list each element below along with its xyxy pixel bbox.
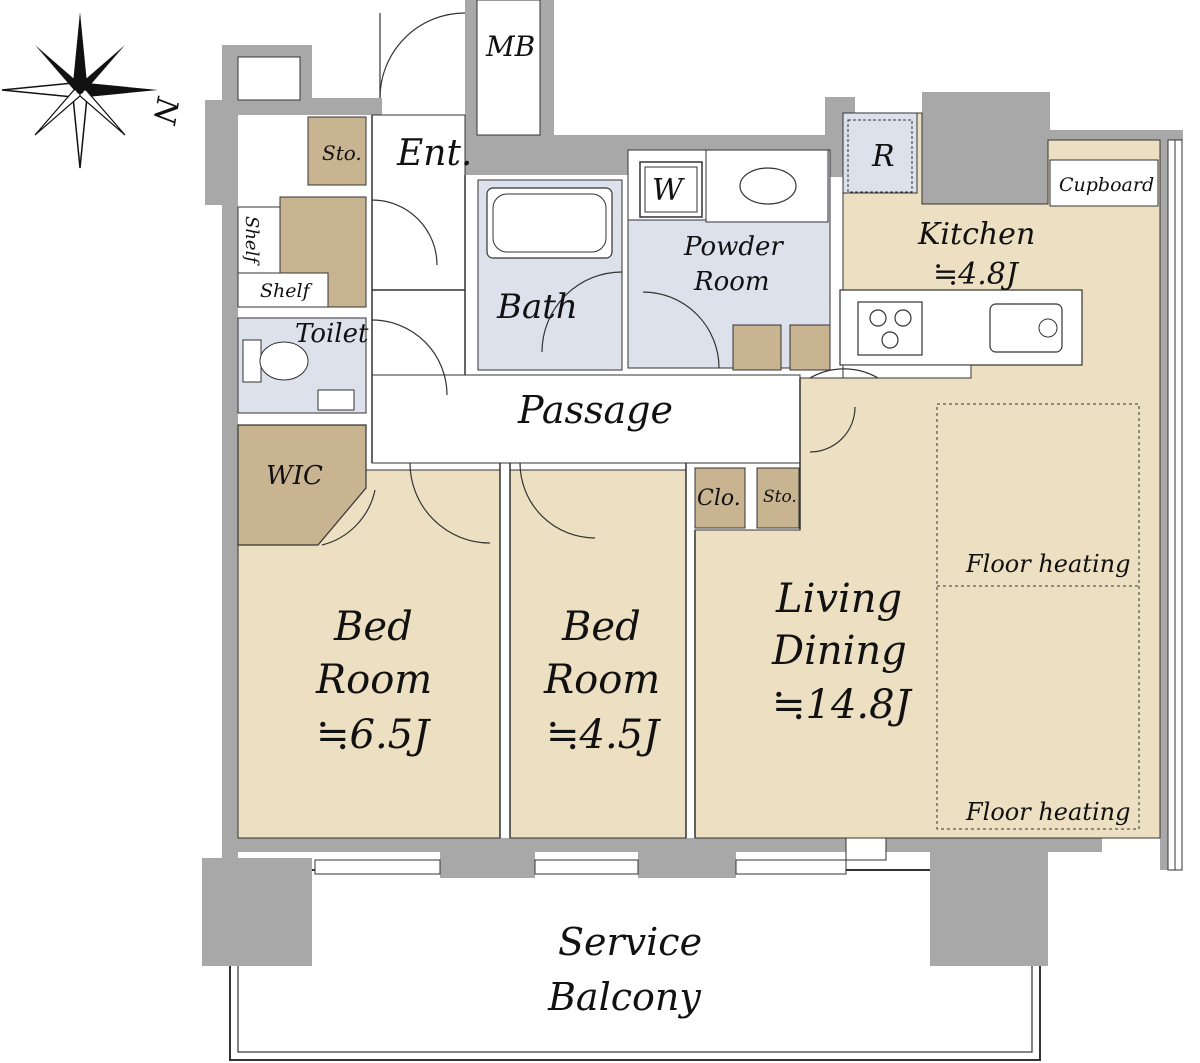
label-living-line2: Dining <box>771 628 907 674</box>
window-bottom <box>314 837 887 875</box>
mb-shaft <box>476 0 541 136</box>
label-balcony-line1: Service <box>558 920 702 964</box>
washing-machine-icon <box>639 161 703 218</box>
toilet-icon <box>242 339 355 411</box>
label-washer: W <box>652 173 685 208</box>
sink-icon <box>739 167 797 205</box>
label-floor-heating-1: Floor heating <box>965 550 1130 578</box>
bathtub-icon <box>486 187 613 259</box>
label-shelf: Shelf <box>260 280 313 302</box>
label-cupboard: Cupboard <box>1059 174 1154 196</box>
label-bath: Bath <box>496 287 578 327</box>
label-wic: WIC <box>266 461 323 491</box>
label-storage-mid: Sto. <box>763 487 797 507</box>
label-refrigerator: R <box>871 139 895 174</box>
label-floor-heating-2: Floor heating <box>965 798 1130 826</box>
label-bedroom1-line2: Room <box>315 657 432 703</box>
label-kitchen: Kitchen <box>917 217 1035 252</box>
kitchen-sink-icon <box>989 303 1063 353</box>
door-swings <box>321 12 879 546</box>
label-living-line1: Living <box>775 576 902 622</box>
label-bedroom1-line1: Bed <box>333 604 413 650</box>
label-mb: MB <box>485 30 535 63</box>
label-powder-room-2: Room <box>693 267 770 297</box>
label-passage: Passage <box>517 388 673 432</box>
label-living-size: ≒14.8J <box>772 682 913 728</box>
partitions <box>371 115 801 838</box>
label-bedroom2-line1: Bed <box>561 604 641 650</box>
label-closet: Clo. <box>697 486 741 511</box>
label-storage-top: Sto. <box>322 141 362 165</box>
stove-icon <box>857 301 923 356</box>
north-label: N <box>145 94 185 129</box>
label-balcony-line2: Balcony <box>547 975 701 1019</box>
label-bedroom2-size: ≒4.5J <box>546 712 661 758</box>
label-toilet: Toilet <box>295 319 369 349</box>
service-balcony <box>229 869 1041 1061</box>
label-kitchen-size: ≒4.8J <box>933 257 1020 292</box>
label-entrance: Ent. <box>396 133 472 174</box>
compass-rose-icon <box>1 12 158 169</box>
room-fills <box>237 56 1161 839</box>
label-bedroom2-line2: Room <box>543 657 660 703</box>
label-bedroom1-size: ≒6.5J <box>316 712 431 758</box>
label-shelf-vertical: Shelf <box>241 216 262 266</box>
window-right <box>1167 139 1183 871</box>
label-powder-room-1: Powder <box>683 232 784 262</box>
